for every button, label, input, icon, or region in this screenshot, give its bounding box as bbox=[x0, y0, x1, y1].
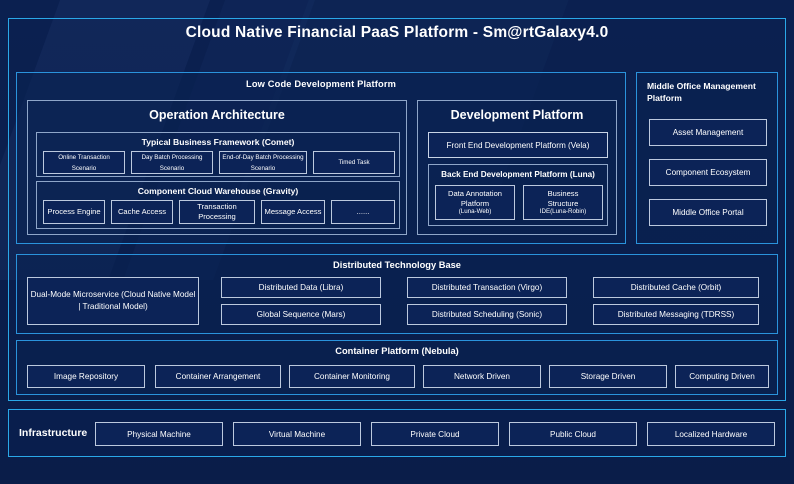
subpanel-typical-business-framework: Typical Business Framework (Comet) Onlin… bbox=[36, 132, 400, 177]
box-business-structure-ide[interactable]: Business Structure IDE(Luna-Robin) bbox=[523, 185, 603, 220]
panel-middle-office-management-platform: Middle Office Management Platform Asset … bbox=[636, 72, 778, 244]
outer-frame bbox=[8, 18, 786, 401]
panel-low-code-development-platform: Low Code Development Platform Operation … bbox=[16, 72, 626, 244]
box-private-cloud[interactable]: Private Cloud bbox=[371, 422, 499, 446]
container-platform-title: Container Platform (Nebula) bbox=[335, 346, 459, 356]
subpanel-development-platform: Development Platform Front End Developme… bbox=[417, 100, 617, 235]
box-online-transaction-scenario[interactable]: Online Transaction Scenario bbox=[43, 151, 125, 174]
box-container-monitoring[interactable]: Container Monitoring bbox=[289, 365, 415, 388]
infrastructure-label: Infrastructure bbox=[19, 427, 88, 439]
subpanel-operation-architecture: Operation Architecture Typical Business … bbox=[27, 100, 407, 235]
box-line-1: Data Annotation bbox=[447, 188, 503, 198]
operation-architecture-title: Operation Architecture bbox=[149, 108, 285, 122]
box-dual-mode-microservice[interactable]: Dual-Mode Microservice (Cloud Native Mod… bbox=[27, 277, 199, 325]
box-component-ecosystem[interactable]: Component Ecosystem bbox=[649, 159, 767, 186]
box-global-sequence[interactable]: Global Sequence (Mars) bbox=[221, 304, 381, 325]
box-timed-task[interactable]: Timed Task bbox=[313, 151, 395, 174]
middle-office-platform-title: Middle Office Management Platform bbox=[647, 81, 756, 103]
box-asset-management[interactable]: Asset Management bbox=[649, 119, 767, 146]
box-network-driven[interactable]: Network Driven bbox=[423, 365, 541, 388]
box-middle-office-portal[interactable]: Middle Office Portal bbox=[649, 199, 767, 226]
box-day-batch-processing-scenario[interactable]: Day Batch Processing Scenario bbox=[131, 151, 213, 174]
low-code-platform-title: Low Code Development Platform bbox=[245, 79, 397, 89]
box-distributed-scheduling[interactable]: Distributed Scheduling (Sonic) bbox=[407, 304, 567, 325]
box-process-engine[interactable]: Process Engine bbox=[43, 200, 105, 224]
box-transaction-processing[interactable]: Transaction Processing bbox=[179, 200, 255, 224]
box-image-repository[interactable]: Image Repository bbox=[27, 365, 145, 388]
box-public-cloud[interactable]: Public Cloud bbox=[509, 422, 637, 446]
box-more-ellipsis[interactable]: ...... bbox=[331, 200, 395, 224]
box-line-3: IDE(Luna-Robin) bbox=[539, 208, 587, 216]
page-title: Cloud Native Financial PaaS Platform - S… bbox=[185, 24, 609, 41]
box-localized-hardware[interactable]: Localized Hardware bbox=[647, 422, 775, 446]
box-storage-driven[interactable]: Storage Driven bbox=[549, 365, 667, 388]
panel-distributed-technology-base: Distributed Technology Base Dual-Mode Mi… bbox=[16, 254, 778, 334]
panel-infrastructure: Infrastructure Physical Machine Virtual … bbox=[8, 409, 786, 457]
box-computing-driven[interactable]: Computing Driven bbox=[675, 365, 769, 388]
box-line-1: Business bbox=[547, 188, 579, 198]
subpanel-component-cloud-warehouse: Component Cloud Warehouse (Gravity) Proc… bbox=[36, 181, 400, 229]
box-line-2: Platform bbox=[460, 198, 490, 208]
box-virtual-machine[interactable]: Virtual Machine bbox=[233, 422, 361, 446]
box-line-3: (Luna-Web) bbox=[458, 208, 492, 216]
box-front-end-development-platform[interactable]: Front End Development Platform (Vela) bbox=[428, 132, 608, 158]
box-distributed-transaction[interactable]: Distributed Transaction (Virgo) bbox=[407, 277, 567, 298]
box-end-of-day-batch-processing-scenario[interactable]: End-of-Day Batch Processing Scenario bbox=[219, 151, 307, 174]
box-cache-access[interactable]: Cache Access bbox=[111, 200, 173, 224]
back-end-development-platform-title: Back End Development Platform (Luna) bbox=[441, 170, 595, 179]
box-data-annotation-platform[interactable]: Data Annotation Platform (Luna-Web) bbox=[435, 185, 515, 220]
box-distributed-cache[interactable]: Distributed Cache (Orbit) bbox=[593, 277, 759, 298]
box-message-access[interactable]: Message Access bbox=[261, 200, 325, 224]
distributed-technology-base-title: Distributed Technology Base bbox=[333, 260, 461, 270]
box-line-2: Structure bbox=[547, 198, 579, 208]
development-platform-title: Development Platform bbox=[450, 108, 584, 122]
box-distributed-data[interactable]: Distributed Data (Libra) bbox=[221, 277, 381, 298]
panel-container-platform: Container Platform (Nebula) Image Reposi… bbox=[16, 340, 778, 395]
typical-business-framework-title: Typical Business Framework (Comet) bbox=[141, 137, 295, 147]
subpanel-back-end-development-platform: Back End Development Platform (Luna) Dat… bbox=[428, 164, 608, 226]
box-physical-machine[interactable]: Physical Machine bbox=[95, 422, 223, 446]
component-cloud-warehouse-title: Component Cloud Warehouse (Gravity) bbox=[137, 186, 299, 196]
box-distributed-messaging[interactable]: Distributed Messaging (TDRSS) bbox=[593, 304, 759, 325]
box-container-arrangement[interactable]: Container Arrangement bbox=[155, 365, 281, 388]
